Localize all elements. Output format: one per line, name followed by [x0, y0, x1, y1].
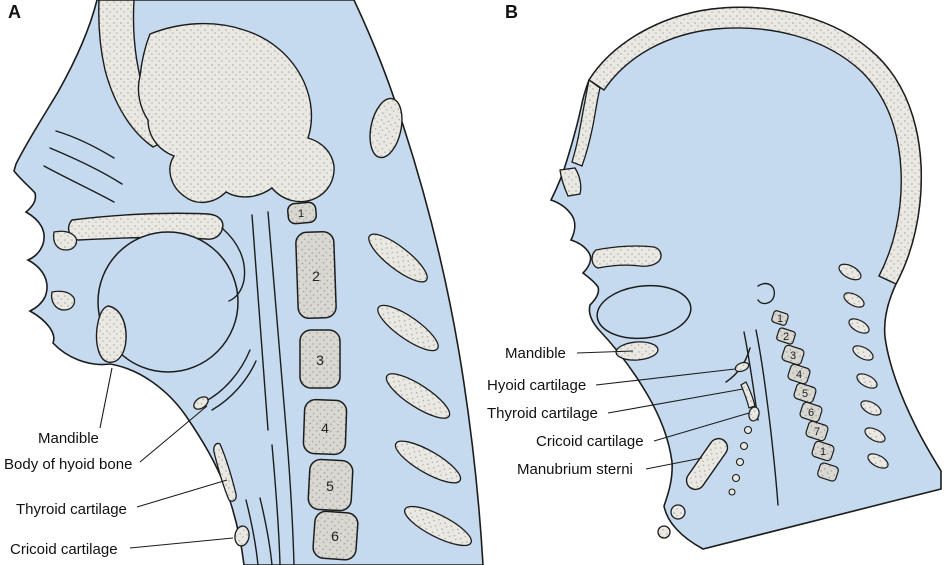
vertebra-c2-infant [776, 327, 796, 345]
sternum-center-2 [657, 525, 671, 539]
vertebra-c6-adult [312, 510, 359, 561]
vertebra-c3-infant [781, 344, 805, 366]
nasal-bone-infant [559, 167, 582, 197]
panel-b-illustration: 1 2 3 4 5 6 7 1 Mandible Hyoid cartilage… [487, 2, 942, 550]
vertebra-c5-infant [793, 382, 817, 404]
hyoid-cartilage-infant [734, 361, 750, 373]
vertebra-number: 4 [796, 369, 802, 381]
vertebra-c3-adult [299, 329, 341, 389]
leader-hyoid-adult [139, 405, 208, 463]
cricoid-cartilage-infant [748, 406, 760, 422]
vertebra-number: 5 [326, 478, 334, 494]
frontal-bone-infant [571, 78, 601, 167]
leader-cricoid-adult [129, 537, 234, 549]
leader-cricoid-infant [653, 412, 750, 442]
vertebra-number: 1 [820, 446, 826, 458]
spinous-processes-infant [838, 263, 889, 469]
label-hyoid-infant: Hyoid cartilage [487, 377, 586, 394]
vertebra-number: 4 [321, 420, 329, 436]
spinous-processes-adult [368, 233, 472, 547]
upper-teeth [52, 230, 78, 251]
vertebra-number: 3 [790, 350, 796, 362]
vertebra-c4-infant [787, 363, 811, 385]
panel-letter-a: A [8, 2, 21, 22]
vertebra-number: 6 [331, 528, 339, 544]
vertebra-number: 5 [802, 388, 808, 400]
label-thyroid-adult: Thyroid cartilage [16, 501, 127, 518]
vertebra-number: 6 [808, 407, 814, 419]
skull-base-bone [137, 22, 335, 203]
occipital-bone [369, 97, 403, 159]
cranial-vault-infant [588, 6, 922, 285]
vertebra-number: 2 [783, 331, 789, 343]
leader-thyroid-infant [607, 388, 744, 414]
leader-hyoid-infant [595, 368, 736, 386]
panel-b-leader-lines [576, 350, 750, 470]
adult-head-silhouette [13, 0, 484, 565]
vertebra-number: 3 [316, 352, 324, 368]
panel-a-illustration: 1 2 3 4 5 6 Mandible Body of hyoid bone … [4, 0, 484, 565]
vertebra-c6-infant [799, 401, 823, 423]
epiglottis-lines-adult [203, 349, 257, 411]
label-mandible-adult: Mandible [38, 430, 99, 447]
vertebra-number: 1 [298, 208, 304, 220]
vertebra-number: 7 [814, 426, 820, 438]
leader-mandible-adult [99, 367, 113, 429]
vertebra-number: 2 [312, 268, 320, 284]
hard-palate-infant [591, 245, 662, 269]
mandible-bone-infant [615, 341, 659, 361]
vertebra-c2-adult [295, 230, 337, 320]
mandible-bone-adult [95, 305, 127, 363]
vertebral-column-infant: 1 2 3 4 5 6 7 1 [771, 310, 839, 482]
ear-line-infant [757, 282, 775, 305]
vertebra-c5-adult [307, 458, 354, 512]
vertebral-column-adult: 1 2 3 4 5 6 [287, 201, 359, 561]
vertebra-c1-adult [287, 201, 317, 225]
vertebra-t1-infant [811, 440, 835, 462]
nasal-conchae-lines [43, 130, 123, 203]
sternum-center-1 [670, 504, 686, 520]
vertebra-t2-infant [817, 462, 839, 482]
tracheal-rings-infant [728, 425, 753, 496]
panel-b-labels: Mandible Hyoid cartilage Thyroid cartila… [487, 345, 644, 478]
vertebra-c1-infant [771, 310, 789, 326]
leader-manubrium-infant [645, 457, 703, 470]
lower-teeth [50, 290, 76, 311]
label-thyroid-infant: Thyroid cartilage [487, 405, 598, 422]
vertebra-c4-adult [302, 398, 348, 456]
panel-letter-b: B [505, 2, 518, 22]
tongue-infant [596, 284, 692, 340]
cricoid-cartilage-adult [234, 525, 250, 547]
label-mandible-infant: Mandible [505, 345, 566, 362]
thyroid-cartilage-adult [213, 442, 237, 502]
leader-thyroid-adult [136, 479, 228, 508]
panel-a-labels: Mandible Body of hyoid bone Thyroid cart… [4, 430, 132, 558]
label-cricoid-adult: Cricoid cartilage [10, 541, 118, 558]
vertebra-number: 1 [777, 313, 783, 325]
soft-palate-line [221, 227, 246, 302]
hyoid-bone-adult [193, 396, 209, 410]
panel-a-leader-lines [99, 367, 234, 549]
label-cricoid-infant: Cricoid cartilage [536, 433, 644, 450]
tongue-adult [97, 231, 239, 373]
label-hyoid-adult: Body of hyoid bone [4, 456, 132, 473]
vertebra-c7-infant [805, 420, 829, 442]
leader-mandible-infant [576, 350, 634, 354]
label-manubrium-infant: Manubrium sterni [517, 461, 633, 478]
pharynx-trachea-lines-adult [245, 211, 295, 565]
